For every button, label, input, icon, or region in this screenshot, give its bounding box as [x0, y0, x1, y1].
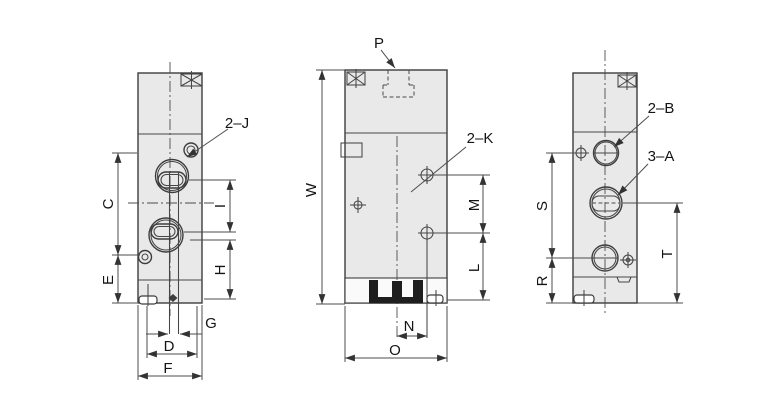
- drawing-line: [589, 186, 623, 220]
- dim-n-label: N: [404, 318, 415, 335]
- dim-w: W: [303, 69, 345, 305]
- drawing-line: [154, 158, 190, 194]
- pilot-hole: [620, 252, 636, 268]
- left-side-view: 2–J C E I H: [100, 62, 249, 380]
- callout-3a-label: 3–A: [648, 148, 675, 165]
- port-3a: [589, 186, 623, 220]
- drawing-line: [186, 128, 229, 158]
- dim-t: T: [623, 202, 683, 304]
- callout-2j: 2–J: [186, 115, 249, 158]
- dim-l-label: L: [466, 264, 483, 272]
- dim-o: O: [344, 306, 448, 362]
- valve-body-outline: [344, 69, 448, 304]
- port-2b: [592, 139, 620, 167]
- callout-2b-label: 2–B: [648, 100, 675, 117]
- pilot-port-p-hidden: [382, 70, 415, 98]
- dim-h: H: [190, 239, 236, 300]
- drawing-line: [380, 49, 396, 69]
- drawing-line: [157, 171, 187, 189]
- mounting-groove: [426, 294, 444, 304]
- dim-f: F: [137, 305, 203, 380]
- drawing-line: [369, 297, 423, 304]
- dim-i-label: I: [212, 204, 229, 208]
- drawing-line: [392, 281, 402, 303]
- drawing-line: [148, 217, 184, 253]
- drawing-line: [369, 280, 378, 303]
- mounting-hole: [137, 249, 153, 265]
- drawing-line: [156, 160, 188, 192]
- callout-2k-label: 2–K: [467, 130, 494, 147]
- callout-2j-label: 2–J: [225, 115, 249, 132]
- dim-e: E: [100, 254, 122, 304]
- dim-w-label: W: [303, 182, 320, 197]
- dim-l: L: [447, 232, 490, 301]
- dim-r: R: [534, 257, 573, 304]
- drawing-line: [160, 173, 184, 187]
- dim-c-label: C: [100, 198, 117, 209]
- dim-h-label: H: [212, 265, 229, 276]
- drawing-line: [150, 223, 179, 240]
- drawing-line: [617, 163, 649, 196]
- dim-d-label: D: [164, 338, 175, 355]
- dim-n: N: [396, 318, 428, 340]
- callout-2b: 2–B: [613, 100, 675, 148]
- callout-2k: 2–K: [410, 130, 494, 193]
- manual-override-icon: [617, 72, 637, 90]
- dim-r-label: R: [534, 275, 551, 286]
- dim-i: I: [184, 179, 236, 233]
- dim-m-label: M: [466, 199, 483, 212]
- drawing-line: [613, 115, 650, 148]
- detent-notch: [616, 276, 632, 283]
- manual-override-icon: [180, 71, 203, 89]
- dim-d: D: [146, 306, 198, 358]
- dim-o-label: O: [389, 342, 401, 359]
- manual-override-icon: [346, 69, 366, 88]
- callout-p: P: [374, 35, 396, 69]
- pilot-hole-2k: [418, 166, 436, 184]
- dim-e-label: E: [100, 275, 117, 285]
- terminal-pins: [369, 280, 423, 304]
- crosshair-target: [350, 197, 366, 213]
- drawing-line: [413, 280, 423, 303]
- right-side-view: 2–B 3–A S R T: [534, 50, 683, 316]
- side-tab: [340, 142, 363, 158]
- callout-p-label: P: [374, 35, 384, 52]
- front-view: P 2–K W M L N: [303, 35, 493, 362]
- drawing-line: [150, 219, 182, 251]
- callout-3a: 3–A: [617, 148, 675, 196]
- drawing-line: [153, 225, 176, 238]
- port-middle: [148, 217, 184, 253]
- dim-t-label: T: [659, 249, 676, 258]
- port-top: [154, 158, 190, 194]
- dim-g-label: G: [205, 315, 217, 332]
- dim-g: G: [146, 315, 217, 338]
- dim-f-label: F: [163, 360, 172, 377]
- drawing-line: [141, 253, 149, 261]
- drawing-line: [137, 249, 153, 265]
- orifice-diamond: [168, 294, 178, 302]
- dim-s-label: S: [534, 201, 551, 211]
- drawing-line: [410, 146, 467, 193]
